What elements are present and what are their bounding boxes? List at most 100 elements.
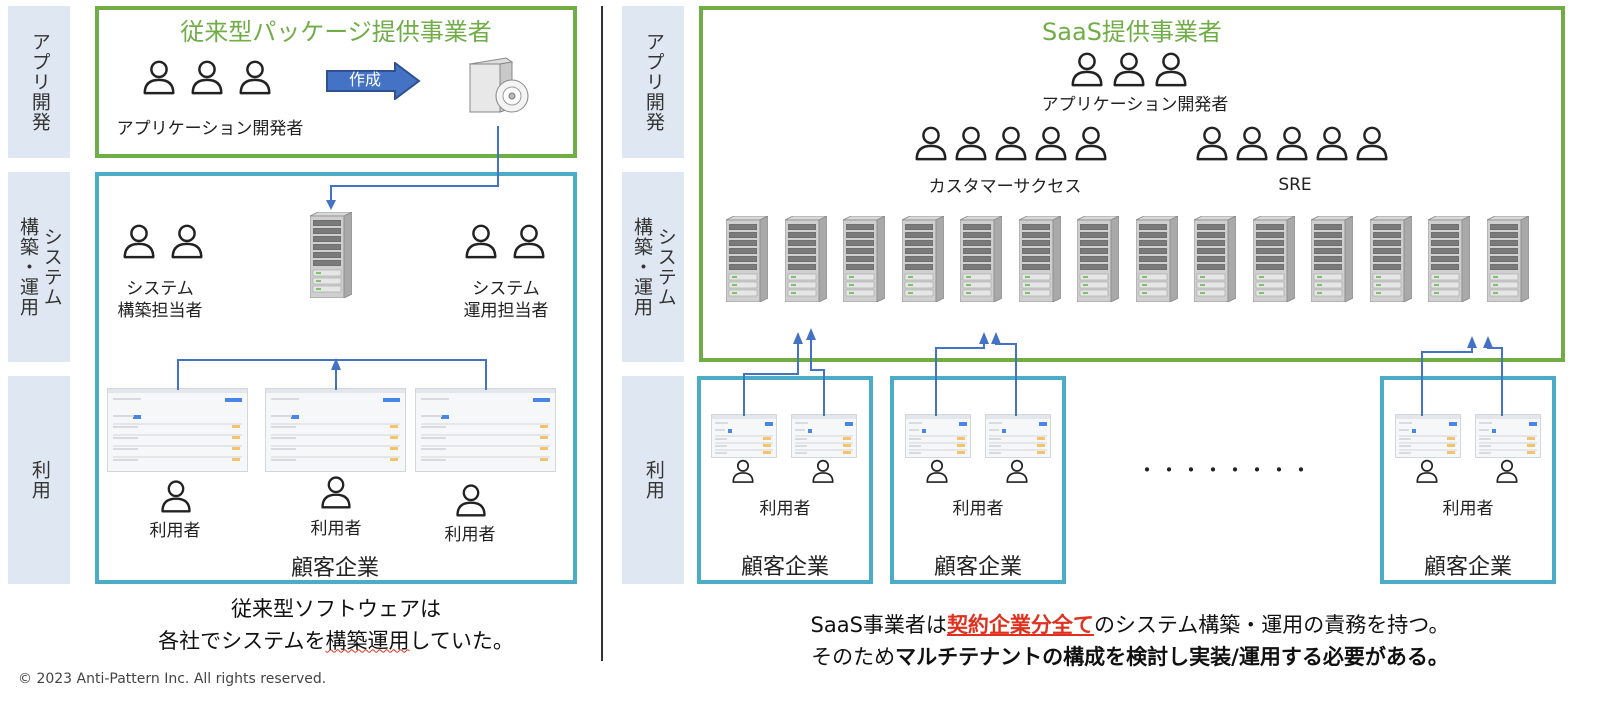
server-rack-icon	[1252, 215, 1295, 303]
access-connector	[177, 359, 487, 390]
person-icon	[912, 124, 950, 166]
row-label-text: 利用	[28, 460, 51, 500]
customer-company-label: 顧客企業	[740, 555, 829, 580]
server-rack-icon	[842, 215, 886, 303]
person-icon	[1313, 124, 1351, 166]
caption-emphasis: 契約企業分全て	[946, 613, 1094, 637]
row-label-system-left: システム 構築・運用	[8, 172, 70, 362]
person-icon	[1353, 124, 1391, 166]
app-developer-label: アプリケーション開発者	[116, 119, 304, 139]
person-icon	[730, 458, 756, 488]
package-vendor-title: 従来型パッケージ提供事業者	[180, 18, 492, 46]
row-label-text: アプリ開発	[642, 32, 665, 132]
arrowhead	[326, 200, 336, 210]
saas-vendor-title: SaaS提供事業者	[1042, 18, 1222, 46]
person-icon	[453, 482, 489, 522]
person-icon	[140, 58, 178, 100]
caption-text: のシステム構築・運用の責務を持つ。	[1093, 613, 1450, 637]
person-icon	[1273, 124, 1311, 166]
more-customers-ellipsis: ・・・・・・・・	[1137, 458, 1313, 482]
customer-success-label: カスタマーサクセス	[928, 177, 1082, 197]
person-icon	[1233, 124, 1271, 166]
server-rack-icon	[1076, 215, 1120, 303]
arrowhead	[806, 328, 816, 340]
copyright-footer: © 2023 Anti-Pattern Inc. All rights rese…	[18, 671, 327, 687]
customer-tenant-box	[1380, 376, 1556, 584]
app-screen-icon	[711, 414, 777, 458]
user-label: 利用者	[952, 499, 1004, 519]
row-label-app-dev-right: アプリ開発	[622, 6, 684, 158]
arrow-right-icon	[326, 62, 421, 100]
person-icon	[1152, 50, 1190, 92]
tenant-connector	[743, 340, 799, 416]
row-label-app-dev-left: アプリ開発	[8, 6, 70, 158]
user-label: 利用者	[149, 521, 201, 541]
left-caption-line2: 各社でシステムを構築運用していた。	[95, 626, 577, 658]
tenant-connector	[810, 336, 825, 416]
row-label-text: システム 構築・運用	[631, 217, 677, 317]
server-rack-icon	[901, 215, 944, 303]
person-icon	[1193, 124, 1231, 166]
person-icon	[1494, 458, 1520, 488]
person-icon	[1414, 458, 1440, 488]
server-rack-icon	[1369, 215, 1412, 303]
user-label: 利用者	[444, 525, 496, 545]
tenant-connector	[1421, 344, 1473, 416]
app-screen-icon	[1475, 414, 1541, 458]
person-icon	[952, 124, 990, 166]
create-arrow-label: 作成	[348, 70, 381, 89]
saas-vendor-box	[699, 6, 1565, 362]
app-screen-icon	[985, 414, 1051, 458]
tenant-connector	[1487, 344, 1503, 416]
row-label-usage-left: 利用	[8, 376, 70, 584]
arrowhead	[991, 332, 1001, 344]
app-screen-icon	[1395, 414, 1461, 458]
person-icon	[168, 222, 206, 264]
arrowhead	[331, 358, 341, 370]
server-rack-icon	[309, 211, 353, 299]
person-icon	[158, 478, 194, 518]
server-rack-icon	[1193, 215, 1237, 303]
app-screen-icon	[265, 388, 406, 472]
row-label-text: システム 構築・運用	[17, 217, 63, 317]
app-screen-icon	[905, 414, 971, 458]
right-caption-line1: SaaS事業者は契約企業分全てのシステム構築・運用の責務を持つ。	[690, 610, 1570, 642]
customer-company-label: 顧客企業	[933, 555, 1022, 580]
person-icon	[810, 458, 836, 488]
package-vendor-box	[95, 6, 577, 158]
row-label-system-right: システム 構築・運用	[622, 172, 684, 362]
app-screen-icon	[791, 414, 857, 458]
row-label-text: 利用	[642, 460, 665, 500]
right-caption-line2: そのためマルチテナントの構成を検討し実装/運用する必要がある。	[690, 642, 1570, 674]
app-developer-label: アプリケーション開発者	[1041, 95, 1229, 115]
caption-emphasis: マルチテナントの構成を検討し実装/運用する必要がある。	[895, 644, 1449, 669]
caption-emphasis: 構築運用	[325, 628, 410, 653]
arrowhead	[979, 332, 989, 344]
app-screen-icon	[107, 388, 248, 472]
person-icon	[510, 222, 548, 264]
server-rack-icon	[1310, 215, 1354, 303]
customer-deployment-box	[95, 172, 577, 584]
arrowhead	[1483, 336, 1493, 348]
user-label: 利用者	[759, 499, 811, 519]
software-package-icon	[468, 57, 529, 113]
person-icon	[188, 58, 226, 100]
app-screen-icon	[415, 388, 556, 472]
tenant-connector	[995, 340, 1017, 416]
caption-text: SaaS事業者は	[810, 613, 947, 637]
person-icon	[1004, 458, 1030, 488]
system-operator-label: システム 運用担当者	[463, 279, 549, 322]
person-icon	[992, 124, 1030, 166]
caption-text: していた。	[409, 628, 514, 653]
person-icon	[462, 222, 500, 264]
customer-tenant-box	[697, 376, 873, 584]
server-rack-icon	[1018, 215, 1061, 303]
server-rack-icon	[725, 215, 769, 303]
sre-label: SRE	[1278, 175, 1312, 195]
person-icon	[924, 458, 950, 488]
person-icon	[1032, 124, 1070, 166]
person-icon	[1068, 50, 1106, 92]
server-rack-icon	[959, 215, 1003, 303]
row-label-text: アプリ開発	[28, 32, 51, 132]
person-icon	[120, 222, 158, 264]
